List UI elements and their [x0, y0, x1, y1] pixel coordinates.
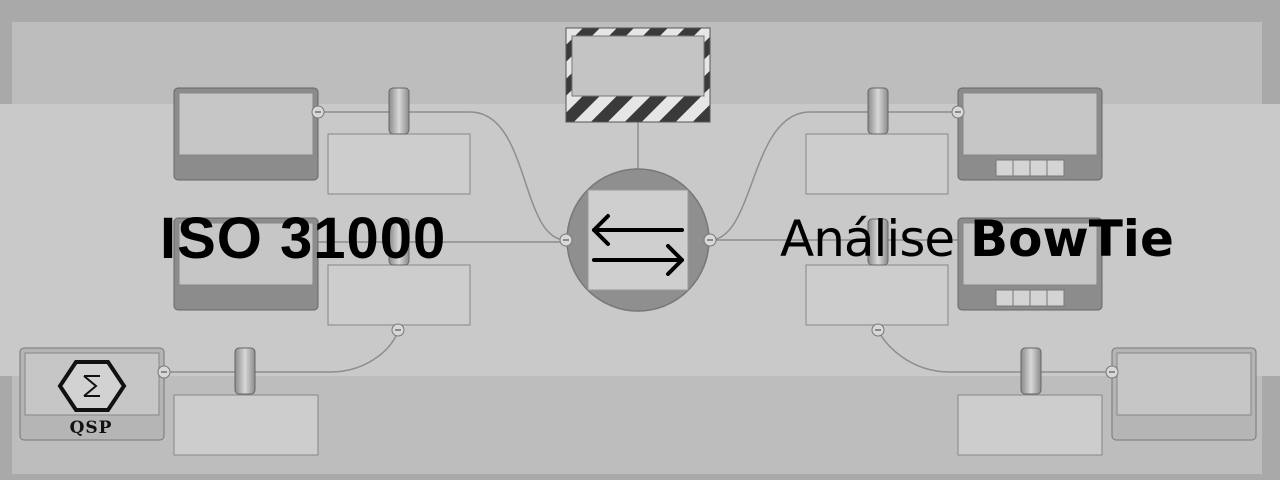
iso-title: ISO 31000: [160, 206, 447, 271]
barrier-right-1: [867, 87, 889, 135]
collapse-minus-marks: [161, 111, 1115, 373]
barrier-box-right-3: [957, 394, 1103, 456]
barrier-box-left-3: [173, 394, 319, 456]
bowtie-title: Análise BowTie: [780, 204, 1174, 274]
bowtie-title-light: Análise: [780, 210, 955, 268]
threat-box-1: [173, 87, 319, 181]
barrier-box-right-1: [805, 133, 949, 195]
logo-text: QSP: [69, 418, 113, 438]
barrier-right-2: [867, 218, 889, 266]
bowtie-title-bold: BowTie: [970, 210, 1174, 268]
barrier-box-left-2: [327, 264, 471, 326]
threat-box-2: [173, 217, 319, 311]
barrier-right-3: [1020, 347, 1042, 395]
consequence-box-3: [1111, 347, 1257, 441]
barrier-box-right-2: [805, 264, 949, 326]
hexagon-sigma-icon: [57, 360, 127, 412]
barrier-left-2: [388, 218, 410, 266]
barrier-box-left-1: [327, 133, 471, 195]
barrier-left-1: [388, 87, 410, 135]
exchange-arrows-icon: [592, 214, 684, 276]
consequence-box-2: [957, 217, 1103, 311]
barrier-left-3: [234, 347, 256, 395]
consequence-box-1: [957, 87, 1103, 181]
hazard-box: [565, 27, 711, 123]
top-event-node: [566, 168, 710, 312]
